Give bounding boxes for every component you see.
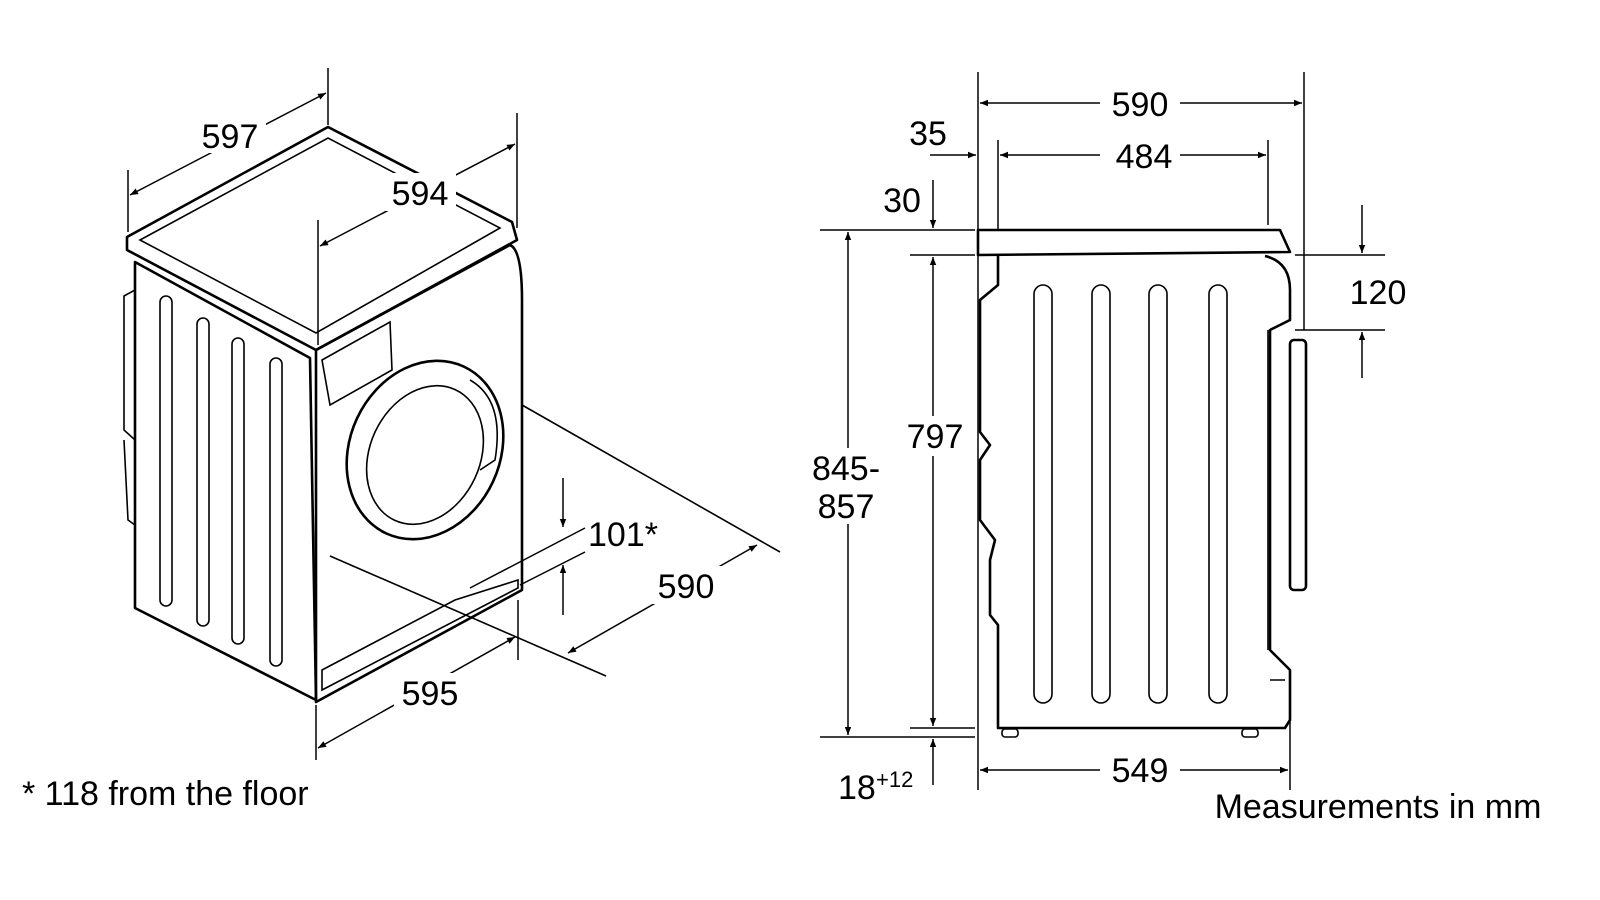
dim-590: 590 bbox=[1112, 86, 1169, 124]
foot-front bbox=[1001, 728, 1019, 738]
units-note: Measurements in mm bbox=[1215, 788, 1542, 826]
foot-rear bbox=[1241, 728, 1259, 738]
dim-857: 857 bbox=[818, 488, 875, 526]
side-slots bbox=[1033, 284, 1228, 704]
side-panel bbox=[133, 260, 318, 702]
side-slots bbox=[159, 295, 283, 667]
side-dimensions: 590 484 35 30 845- 857 797 18 +12 549 12… bbox=[805, 72, 1541, 826]
dim-845: 845- bbox=[812, 450, 880, 488]
footnote: * 118 from the floor bbox=[22, 775, 309, 813]
dim-101: 101* bbox=[588, 516, 658, 554]
dim-597: 597 bbox=[202, 118, 259, 156]
dim-595: 595 bbox=[402, 675, 459, 713]
top-surface bbox=[138, 137, 502, 334]
door-profile bbox=[1288, 338, 1308, 592]
dim-30: 30 bbox=[883, 182, 921, 220]
detergent-drawer bbox=[321, 320, 393, 407]
dim-35: 35 bbox=[909, 115, 947, 153]
side-machine bbox=[976, 228, 1308, 738]
dim-120: 120 bbox=[1350, 274, 1407, 312]
dim-18: 18 bbox=[838, 769, 876, 807]
side-body bbox=[978, 254, 1292, 730]
dim-549: 549 bbox=[1112, 752, 1169, 790]
top-slab bbox=[125, 125, 519, 352]
dim-594: 594 bbox=[392, 175, 449, 213]
door-outer bbox=[345, 359, 505, 541]
door-glass bbox=[365, 384, 485, 526]
dim-484: 484 bbox=[1116, 138, 1173, 176]
dim-plus-12: +12 bbox=[876, 767, 913, 792]
top-slab bbox=[976, 228, 1292, 257]
door-hinge bbox=[469, 379, 498, 471]
left-dimensions: 597 594 101* 590 595 * 118 from the floo… bbox=[22, 68, 758, 813]
dim-797: 797 bbox=[907, 418, 964, 456]
dim-590-floor: 590 bbox=[658, 568, 715, 606]
isometric-machine bbox=[123, 125, 781, 704]
